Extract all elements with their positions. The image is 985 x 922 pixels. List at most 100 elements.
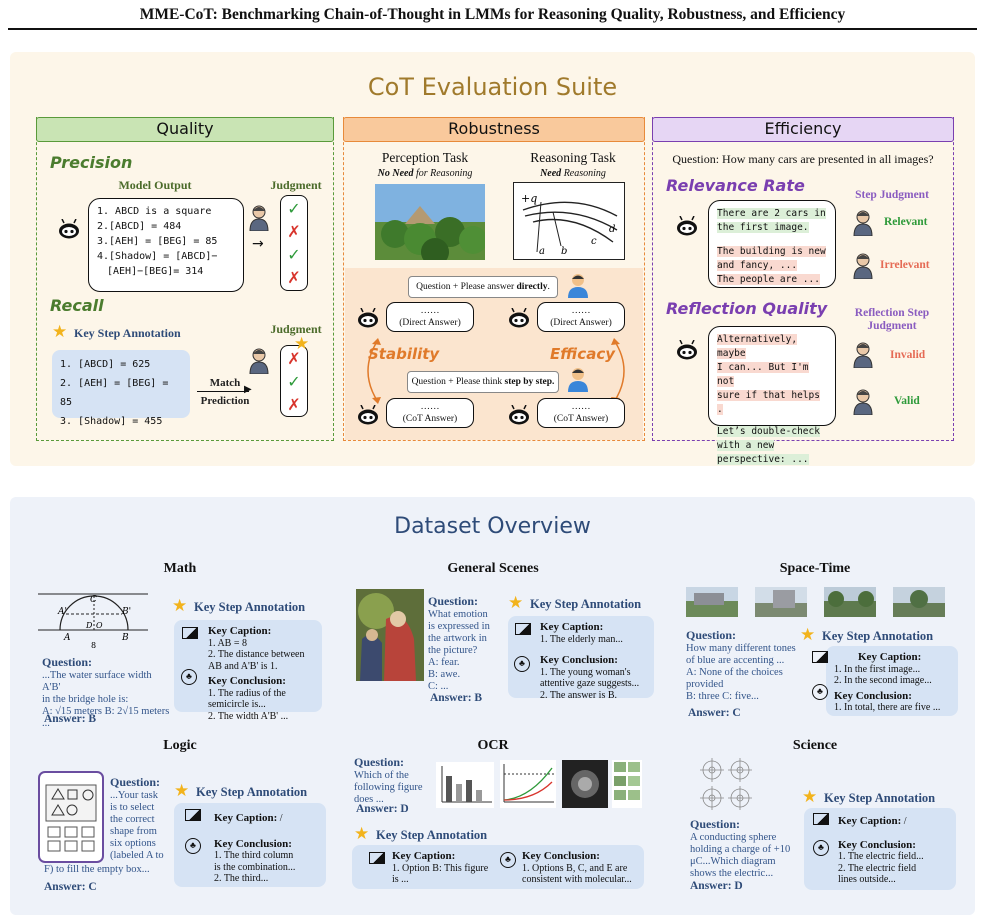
- conclusion-heading: Key Conclusion:: [214, 837, 292, 850]
- need-emphasis: Need: [540, 168, 562, 179]
- conclusion-line: is the combination...: [214, 861, 296, 873]
- caption-line: 2. The distance between: [208, 649, 305, 660]
- cross-icon: ✗: [287, 222, 301, 241]
- star-icon: ★: [800, 625, 816, 645]
- caption-heading: Key Caption:: [214, 812, 278, 824]
- stability-label: Stability: [368, 345, 440, 363]
- caption-line: 1. The elderly man...: [540, 633, 623, 645]
- question-line: B: awe.: [428, 669, 461, 680]
- question-line: μC...Which diagram: [690, 856, 776, 867]
- math-answer: Answer: B: [44, 713, 97, 725]
- video-frame: [824, 587, 876, 617]
- overview-title: Dataset Overview: [394, 514, 591, 539]
- paper-title: MME-CoT: Benchmarking Chain-of-Thought i…: [139, 6, 846, 23]
- user-avatar-icon: [568, 368, 588, 392]
- robot-icon: [677, 216, 697, 236]
- prompt-text: Question + Please answer: [416, 282, 517, 292]
- title-rule: [8, 28, 977, 30]
- question-line: What emotion: [428, 609, 488, 620]
- output-line: 1. ABCD is a square: [97, 206, 212, 217]
- svg-text:d: d: [609, 224, 615, 235]
- space-time-answer: Answer: C: [688, 707, 741, 719]
- reflection-judgment-line: Judgment: [867, 320, 917, 332]
- conclusion-line: 1. In total, there are five ...: [834, 702, 941, 713]
- judge-person-icon: [853, 253, 873, 279]
- recall-judgment-box: ✗ ✓ ✗: [280, 345, 308, 417]
- judge-person-icon: [249, 205, 269, 231]
- caption-line: 2. In the second image...: [834, 675, 932, 686]
- question-line: in the bridge hole is:: [42, 694, 129, 705]
- label-o: O: [96, 621, 103, 630]
- recall-line: 2. [AEH] = [BEG] = 85: [60, 378, 169, 408]
- robot-icon: [509, 405, 529, 425]
- caption-value: /: [903, 816, 907, 827]
- ocr-grid-figure: [612, 760, 642, 808]
- robot-icon: [358, 308, 378, 328]
- question-line: shape from: [110, 826, 157, 837]
- math-category: Math: [163, 561, 197, 576]
- question-heading: Question:: [42, 655, 93, 669]
- math-annotation-box: Key Caption: 1. AB = 8 2. The distance b…: [174, 620, 322, 722]
- svg-text:c: c: [591, 236, 597, 247]
- caption-line: is ...: [392, 874, 409, 885]
- efficacy-label: Efficacy: [550, 345, 615, 363]
- robot-icon: [358, 405, 378, 425]
- space-time-question: Question: How many different tones of bl…: [686, 628, 800, 703]
- question-line: ...The water surface width A'B': [42, 670, 152, 693]
- science-answer: Answer: D: [690, 880, 743, 892]
- question-line: (labeled A to: [110, 850, 164, 861]
- general-annotation-box: Key Caption: 1. The elderly man... Key C…: [508, 616, 654, 701]
- no-need-label: No Need for Reasoning: [360, 168, 490, 179]
- star-icon: ★: [802, 787, 818, 807]
- model-output-bubble: 1. ABCD is a square 2.[ABCD] = 484 3.[AE…: [88, 198, 244, 292]
- robot-icon: [59, 219, 79, 239]
- output-line: 2.[ABCD] = 484: [97, 221, 182, 232]
- judge-person-icon: [853, 210, 873, 236]
- caption-heading: Key Caption:: [208, 625, 272, 637]
- cot-answer-bubble-left: ……(CoT Answer): [386, 398, 474, 428]
- reflection-judgment-line: Reflection Step: [854, 307, 930, 319]
- conclusion-line: 2. The electric field: [838, 862, 917, 874]
- irrelevant-line: The building is new: [717, 246, 826, 257]
- key-step-label: Key Step Annotation: [822, 629, 934, 643]
- answer-label: (Direct Answer): [550, 318, 612, 328]
- perception-image: [375, 184, 485, 260]
- output-line: 4.[Shadow] = [ABCD]−: [97, 251, 218, 262]
- question-line: the picture?: [428, 645, 478, 656]
- need-label: Need Reasoning: [508, 168, 638, 179]
- ocr-conclusion: Key Conclusion: 1. Options B, C, and E a…: [522, 850, 642, 886]
- conclusion-heading: Key Conclusion:: [522, 850, 600, 862]
- question-line: A: √15 meters B: 2√15 meters: [42, 706, 170, 717]
- conclusion-heading: Key Conclusion:: [838, 838, 916, 851]
- arrow-right-icon: →: [252, 236, 264, 252]
- relevant-label: Relevant: [884, 216, 928, 228]
- general-question: Question: What emotion is expressed in t…: [428, 594, 504, 693]
- question-line: ...Your task: [110, 790, 158, 801]
- conclusion-line: 1. The electric field...: [838, 851, 924, 862]
- question-heading: Question:: [110, 775, 161, 789]
- logic-answer: Answer: C: [44, 881, 97, 893]
- question-heading: Question:: [428, 594, 479, 608]
- key-step-label: Key Step Annotation: [376, 828, 488, 842]
- key-step-label: Key Step Annotation: [196, 785, 308, 799]
- prompt-emphasis: directly: [516, 282, 548, 292]
- label-len: 8: [91, 641, 96, 650]
- efficiency-question: Question: How many cars are presented in…: [672, 152, 934, 166]
- caption-heading: Key Caption:: [838, 815, 902, 827]
- brain-icon: ♣: [500, 852, 516, 868]
- cross-icon: ✗: [287, 349, 301, 368]
- brain-icon: ♣: [812, 684, 828, 700]
- reasoning-diagram: +q d c b a: [513, 182, 625, 260]
- brain-icon: ♣: [813, 840, 829, 856]
- conclusion-line: 2. The width A'B' ...: [208, 710, 289, 722]
- need-rest: Reasoning: [561, 168, 606, 179]
- question-line: How many different tones: [686, 643, 796, 654]
- caption-line: 1. Option B: This figure: [392, 862, 489, 874]
- general-scenes-category: General Scenes: [447, 561, 539, 576]
- robot-icon: [677, 340, 697, 360]
- star-icon: ★: [354, 824, 370, 844]
- logic-question: Question: ...Your task is to select the …: [110, 775, 170, 862]
